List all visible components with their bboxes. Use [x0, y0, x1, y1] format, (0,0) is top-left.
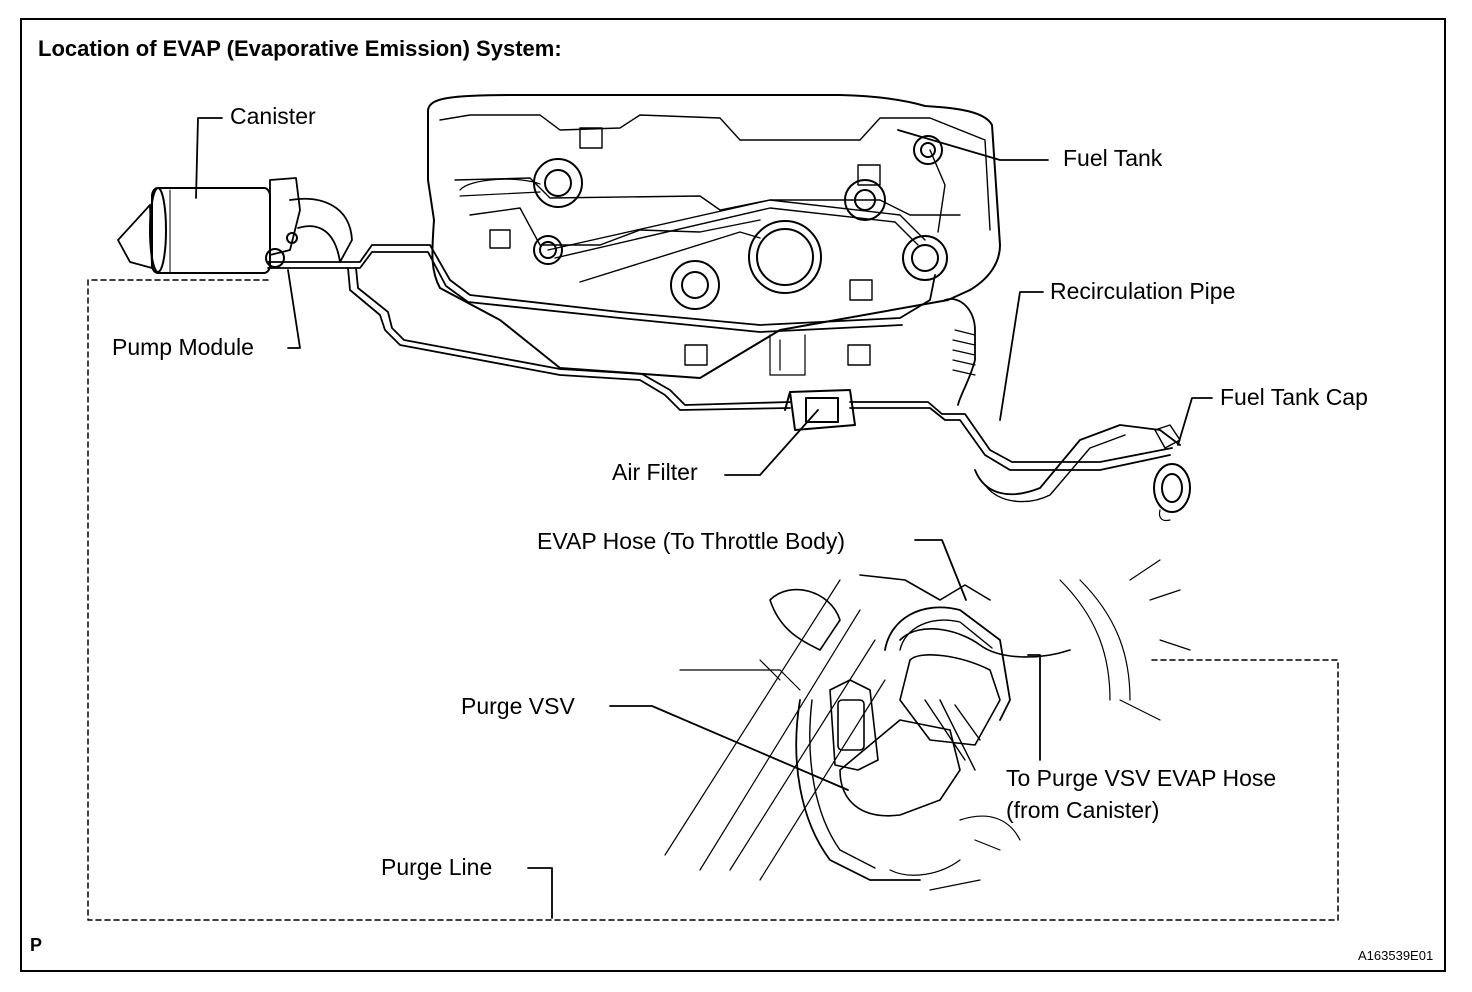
fuel-tank-shape [427, 94, 1001, 379]
label-recirculation-pipe: Recirculation Pipe [1050, 278, 1236, 304]
air-filter-shape [784, 389, 856, 431]
label-evap-hose-throttle: EVAP Hose (To Throttle Body) [537, 528, 846, 554]
figure-code: A163539E01 [1358, 948, 1434, 963]
label-to-purge-vsv-line2: (from Canister) [1006, 797, 1160, 823]
label-canister: Canister [230, 103, 316, 129]
label-to-purge-vsv-line1: To Purge VSV EVAP Hose [1006, 765, 1277, 791]
corner-mark: P [30, 935, 43, 955]
diagram-frame [20, 18, 1446, 972]
diagram-title: Location of EVAP (Evaporative Emission) … [38, 36, 562, 61]
label-purge-vsv: Purge VSV [461, 693, 575, 719]
canister-shape [117, 177, 353, 274]
label-pump-module: Pump Module [112, 334, 254, 360]
evap-pipes [267, 149, 1173, 471]
label-fuel-tank: Fuel Tank [1063, 145, 1163, 171]
leader-lines [195, 117, 1213, 919]
label-air-filter: Air Filter [612, 459, 698, 485]
purge-line-path [87, 279, 1339, 921]
engine-bay-sketch [664, 559, 1191, 891]
label-purge-line: Purge Line [381, 854, 493, 880]
label-fuel-tank-cap: Fuel Tank Cap [1220, 384, 1368, 410]
filler-neck-shape [944, 298, 1191, 522]
